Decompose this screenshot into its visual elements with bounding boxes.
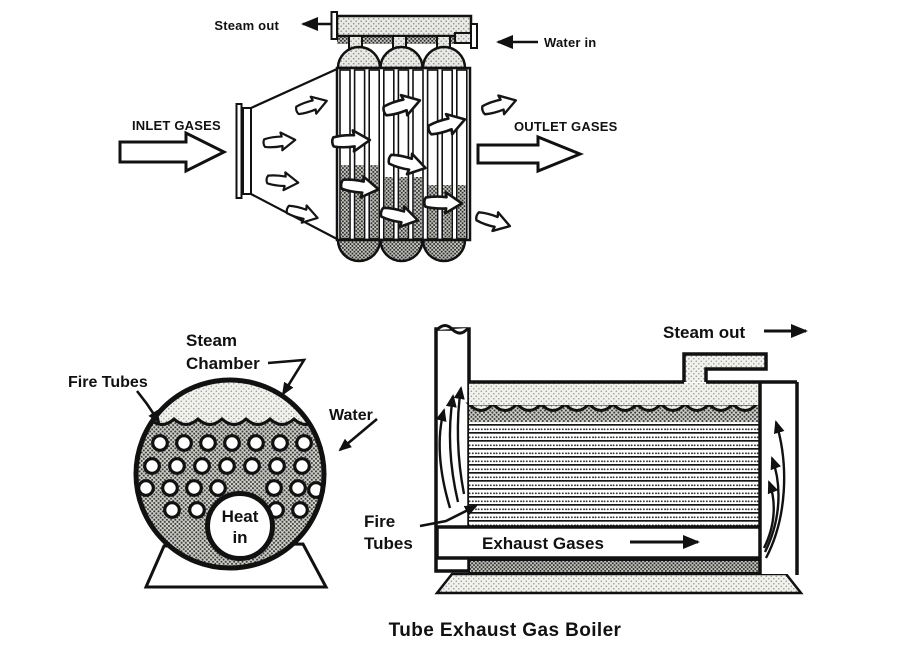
- exhaust-duct: [435, 525, 763, 560]
- fire-tubes-pointer: [135, 390, 161, 424]
- fire-tubes-label-right-line1: Fire: [364, 512, 395, 531]
- chimney-top-edge: [435, 324, 470, 335]
- manifold-right-flange: [470, 23, 478, 49]
- rear-flow-arrows: [762, 420, 786, 559]
- heat-in-label-line2: in: [232, 528, 247, 547]
- diagram-caption: Tube Exhaust Gas Boiler: [389, 620, 622, 641]
- cross-section-diagram: Heat in Steam Chamber Fire Tubes Water: [68, 331, 378, 589]
- inlet-flange-plate: [242, 107, 252, 195]
- water-label: Water: [329, 407, 373, 424]
- inlet-gases-label: INLET GASES: [132, 118, 221, 133]
- lower-tube-row: [468, 559, 761, 574]
- steam-space: [469, 383, 760, 405]
- steam-out-label: Steam out: [214, 18, 279, 33]
- tube-domes: [336, 45, 467, 70]
- fire-tubes-label: Fire Tubes: [68, 374, 148, 391]
- outlet-gases-label: OUTLET GASES: [514, 119, 618, 134]
- inlet-gases-arrow: [118, 130, 228, 174]
- manifold-right-step: [454, 32, 472, 44]
- fire-tubes-group: [137, 434, 325, 519]
- inlet-cone-top: [250, 67, 338, 110]
- inlet-flange: [235, 103, 243, 199]
- heat-inlet-circle: [205, 491, 275, 561]
- steam-chamber-pointer: [267, 358, 307, 396]
- water-in-label: Water in: [544, 35, 596, 50]
- water-tubes: [339, 69, 468, 239]
- manifold-left-flange: [330, 11, 338, 40]
- chimney-flow-arrows: [435, 386, 466, 509]
- fire-tube-bank: [469, 422, 760, 527]
- boiler-shell: [133, 377, 327, 571]
- steam-outlet-duct: [682, 352, 768, 382]
- steam-manifold: [335, 14, 473, 38]
- boiler-base: [434, 572, 804, 595]
- heat-in-label-line1: Heat: [222, 507, 259, 526]
- fire-tubes-label-right-line2: Tubes: [364, 534, 413, 553]
- bottom-domes: [336, 238, 467, 263]
- exhaust-gases-label: Exhaust Gases: [482, 534, 604, 553]
- steam-out-label-right: Steam out: [663, 323, 746, 342]
- steam-chamber-label-line1: Steam: [186, 331, 237, 350]
- water-pointer: [338, 418, 378, 452]
- outlet-gases-arrow: [476, 134, 584, 174]
- fire-tubes-pointer-right: [419, 504, 478, 528]
- side-view-diagram: Exhaust Gases Steam out Fire Tubes: [364, 323, 808, 595]
- steam-chamber-label-line2: Chamber: [186, 354, 260, 373]
- steam-chamber-region: [137, 381, 323, 425]
- top-diagram: Steam out Water in INLET GASES OUTLET GA…: [118, 11, 618, 263]
